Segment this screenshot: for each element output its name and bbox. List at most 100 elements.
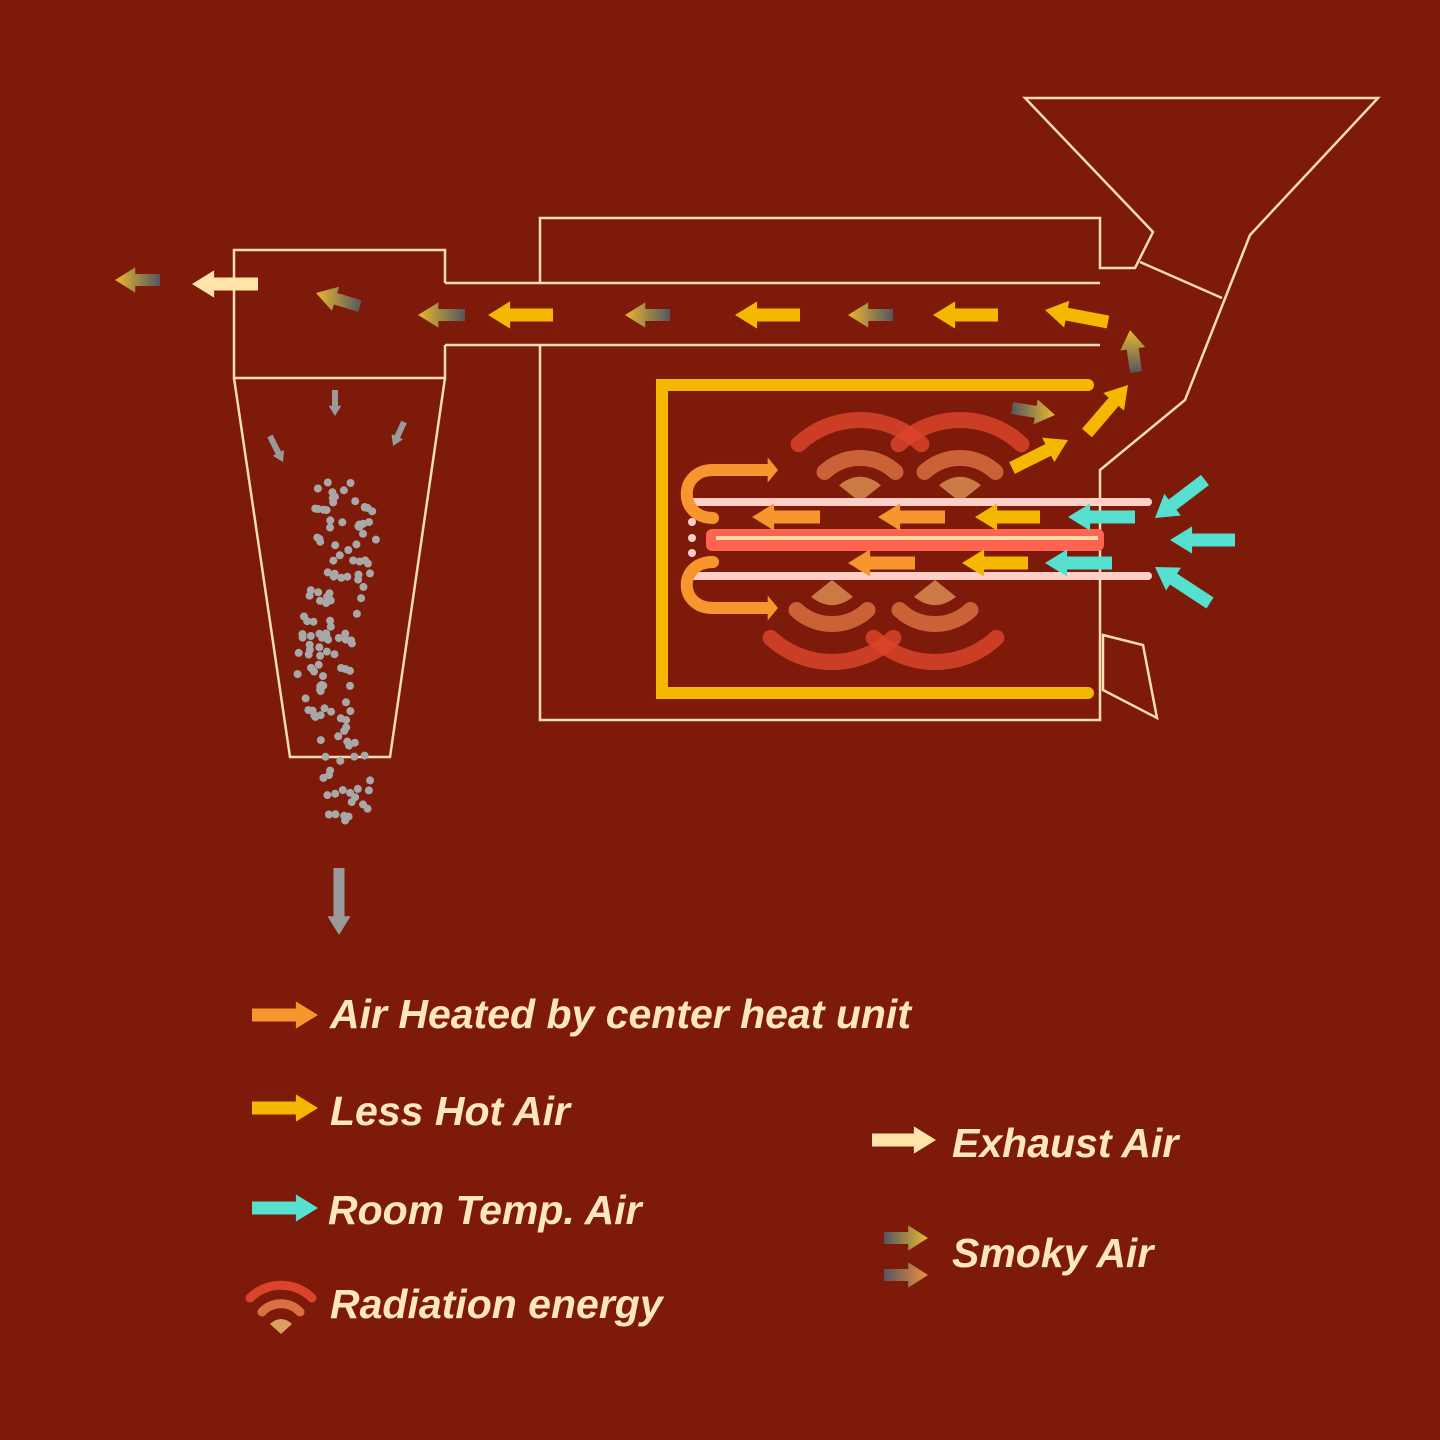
chaff-particle	[314, 588, 323, 597]
room-temp-air-arrow	[1045, 549, 1112, 577]
heated-air-arrow	[755, 595, 778, 621]
chaff-particle	[366, 776, 375, 785]
chaff-particle	[316, 651, 325, 660]
chaff-particle	[338, 786, 347, 795]
legend-room-temp-arrow	[252, 1194, 318, 1222]
chaff-particle	[342, 716, 351, 725]
chaff-particle	[324, 810, 333, 819]
chaff-particle	[337, 573, 346, 582]
chaff-particle	[352, 540, 361, 549]
chaff-particle	[313, 533, 322, 542]
chaff-particle	[313, 484, 322, 493]
chaff-particle	[329, 556, 338, 565]
chaff-particle	[346, 788, 355, 797]
legend-room-temp-label: Room Temp. Air	[328, 1187, 644, 1233]
center-heat-unit	[686, 498, 1152, 580]
legend-radiation-label: Radiation energy	[330, 1281, 665, 1327]
legend-exhaust-arrow	[872, 1126, 936, 1154]
chaff-particle	[326, 523, 334, 532]
chaff-particle	[339, 486, 348, 495]
room-temp-air-arrow	[1155, 567, 1214, 609]
heated-air-u-turn-bottom	[680, 556, 766, 614]
exhaust-air-arrow	[192, 270, 258, 298]
chaff-particle	[364, 786, 373, 795]
heated-air-arrow	[848, 549, 915, 577]
chaff-particle	[341, 629, 350, 638]
radiation-wave	[816, 450, 904, 480]
less-hot-air-arrow	[1082, 385, 1128, 438]
chaff-particle	[330, 650, 339, 659]
chaff-particle	[346, 707, 355, 716]
chaff-particle	[327, 707, 336, 716]
chaff-particle	[301, 694, 310, 703]
chaff-arrow	[267, 434, 285, 462]
radiation-wave	[865, 629, 1005, 670]
legend-smoky-label: Smoky Air	[952, 1230, 1155, 1276]
chaff-particle	[331, 541, 340, 550]
chaff-particle	[355, 557, 364, 566]
smoky-air-arrow	[848, 302, 893, 328]
discharge-door	[1101, 633, 1159, 721]
chaff-particle	[351, 497, 360, 506]
chaff-particle	[321, 752, 330, 761]
chaff-particle	[323, 791, 332, 800]
legend-smoky-arrow	[884, 1225, 928, 1251]
chaff-particle	[298, 630, 307, 639]
legend-smoky-arrow	[884, 1262, 928, 1288]
chaff-particle	[305, 645, 314, 654]
exhaust-duct	[445, 281, 1100, 347]
chaff-particle	[311, 712, 320, 721]
chaff-particles	[293, 478, 380, 825]
less-hot-air-arrow	[962, 549, 1028, 577]
radiation-core	[939, 476, 981, 502]
chaff-particle	[322, 506, 331, 515]
chaff-particle	[338, 518, 347, 527]
chaff-particle	[322, 647, 331, 656]
chaff-particle	[331, 789, 340, 798]
chaff-out-arrow	[327, 868, 351, 935]
cyclone-cone	[232, 377, 447, 759]
chaff-particle	[359, 529, 367, 538]
chaff-particle	[308, 706, 317, 715]
chaff-particle	[343, 572, 352, 581]
chaff-particle	[344, 546, 353, 554]
less-hot-air-arrow	[933, 301, 998, 329]
chaff-particle	[342, 698, 350, 707]
chaff-particle	[324, 635, 333, 644]
chaff-particle	[316, 596, 324, 605]
chaff-particle	[352, 609, 361, 618]
chaff-arrow	[391, 420, 407, 446]
room-temp-air-arrow	[1068, 503, 1135, 531]
heated-air-arrow	[878, 503, 945, 531]
less-hot-air-arrow	[1045, 300, 1110, 329]
chaff-particle	[360, 751, 369, 760]
chaff-particle	[350, 752, 359, 761]
less-hot-air-arrow	[488, 301, 553, 329]
chaff-particle	[328, 488, 337, 497]
chaff-particle	[315, 629, 324, 638]
chaff-particle	[326, 616, 335, 625]
smoky-air-arrow	[625, 302, 670, 328]
chaff-particle	[359, 582, 368, 591]
chaff-particle	[336, 756, 345, 765]
room-temp-air-arrow	[1170, 526, 1235, 554]
room-temp-air-arrow	[1155, 474, 1209, 518]
chaff-particle	[334, 732, 343, 741]
smoky-air-arrow	[316, 286, 362, 312]
less-hot-air-arrow	[975, 503, 1040, 531]
legend: Air Heated by center heat unit Less Hot …	[245, 991, 1180, 1334]
chaff-particle	[326, 766, 335, 775]
chaff-particle	[343, 737, 352, 746]
chaff-particle	[300, 612, 308, 621]
heated-air-u-turn-top	[680, 464, 766, 524]
cyclone-top	[232, 248, 447, 380]
chaff-particle	[345, 666, 354, 675]
smoky-air-arrow	[1120, 330, 1146, 373]
chaff-particle	[294, 648, 303, 657]
chaff-particle	[328, 494, 337, 503]
chaff-arrow	[328, 390, 342, 416]
legend-heated-arrow	[252, 1001, 318, 1029]
chaff-particle	[307, 663, 315, 672]
